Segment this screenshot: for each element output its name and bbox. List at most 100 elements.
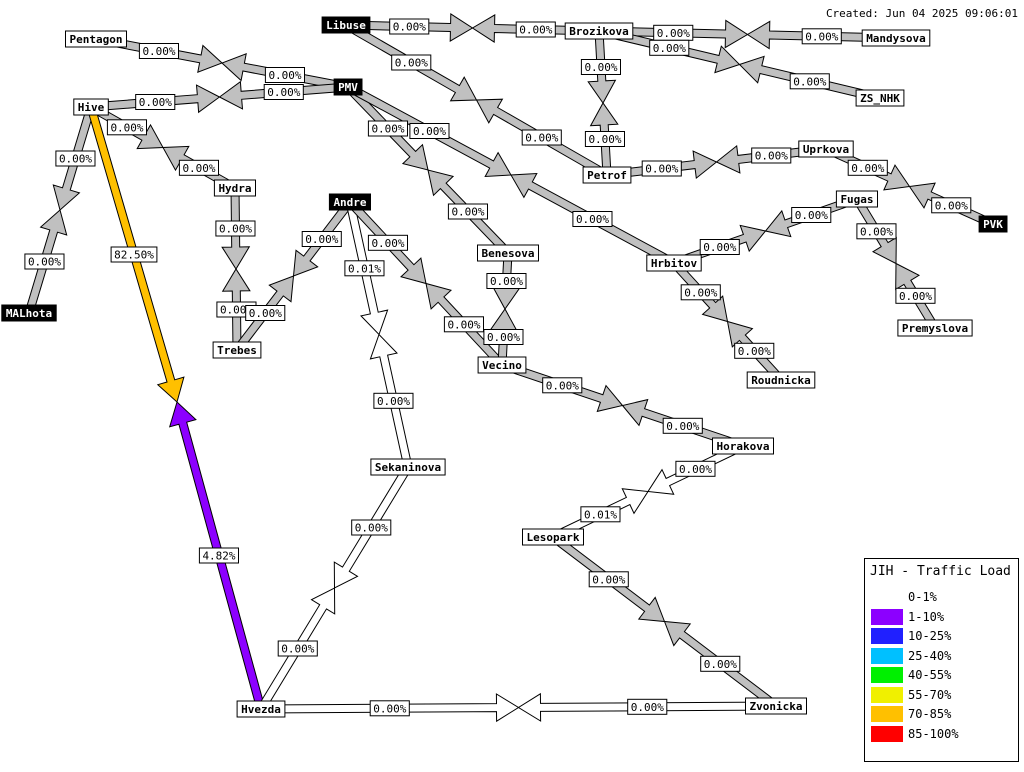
- link-label-text: 0.00%: [249, 307, 282, 320]
- node-box[interactable]: [73, 98, 109, 116]
- link-fugas-premyslova[interactable]: [852, 196, 940, 331]
- link-benesova-vecino[interactable]: [489, 252, 521, 366]
- node-box[interactable]: [746, 371, 816, 389]
- node-box[interactable]: [65, 30, 127, 48]
- node-vecino[interactable]: Vecino: [477, 356, 527, 374]
- node-zsnhk[interactable]: ZS_NHK: [855, 89, 905, 107]
- node-box[interactable]: [236, 700, 286, 718]
- link-out-label: 0.01%: [344, 260, 385, 277]
- link-hrbitov-roudnicka[interactable]: [670, 259, 785, 384]
- link-label-box: [367, 234, 408, 251]
- node-box[interactable]: [855, 89, 905, 107]
- node-box[interactable]: [328, 193, 371, 211]
- legend-item: 70-85%: [871, 706, 1016, 725]
- link-label-text: 0.00%: [139, 96, 172, 109]
- node-pvk[interactable]: PVK: [978, 215, 1008, 233]
- node-sekaninova[interactable]: Sekaninova: [370, 458, 446, 476]
- node-box[interactable]: [333, 78, 363, 96]
- link-brozikova-petrof[interactable]: [587, 30, 619, 176]
- node-premyslova[interactable]: Premyslova: [897, 319, 973, 337]
- link-in-label: 0.00%: [373, 392, 414, 409]
- link-label-text: 0.00%: [355, 522, 388, 535]
- link-hvezda-zvonicka[interactable]: [260, 692, 777, 723]
- node-box[interactable]: [1, 304, 57, 322]
- link-lesopark-zvonicka[interactable]: [549, 533, 780, 710]
- node-pmv[interactable]: PMV: [333, 78, 363, 96]
- node-horakova[interactable]: Horakova: [712, 437, 774, 455]
- node-label: Hrbitov: [651, 257, 698, 270]
- node-box[interactable]: [213, 179, 256, 197]
- node-hydra[interactable]: Hydra: [213, 179, 256, 197]
- link-label-text: 0.00%: [860, 225, 893, 238]
- link-uprkova-pvk[interactable]: [823, 144, 996, 229]
- link-vecino-horakova[interactable]: [500, 360, 745, 451]
- link-label-box: [106, 119, 147, 136]
- node-lesopark[interactable]: Lesopark: [522, 528, 584, 546]
- node-box[interactable]: [564, 22, 634, 40]
- link-label-box: [277, 640, 318, 657]
- node-fugas[interactable]: Fugas: [835, 190, 879, 208]
- node-box[interactable]: [477, 356, 527, 374]
- node-box[interactable]: [798, 140, 854, 158]
- link-label-text: 0.00%: [413, 125, 446, 138]
- node-box[interactable]: [477, 244, 539, 262]
- node-label: Zvonicka: [750, 700, 803, 713]
- node-hive[interactable]: Hive: [73, 98, 109, 116]
- link-in-label: 0.00%: [443, 316, 484, 333]
- node-brozikova[interactable]: Brozikova: [564, 22, 634, 40]
- link-out-label: 0.00%: [699, 239, 740, 255]
- link-label-box: [789, 73, 830, 90]
- node-trebes[interactable]: Trebes: [212, 341, 262, 359]
- link-label-box: [675, 460, 716, 477]
- legend-label: 40-55%: [908, 668, 952, 682]
- node-box[interactable]: [745, 697, 807, 715]
- link-petrof-uprkova[interactable]: [605, 144, 828, 180]
- node-box[interactable]: [897, 319, 973, 337]
- link-in-label: 0.00%: [895, 287, 936, 304]
- legend-label: 25-40%: [908, 648, 952, 663]
- node-benesova[interactable]: Benesova: [477, 244, 539, 262]
- link-sekaninova-hvezda[interactable]: [256, 464, 413, 712]
- node-box[interactable]: [522, 528, 584, 546]
- node-libuse[interactable]: Libuse: [321, 16, 371, 34]
- link-horakova-lesopark[interactable]: [550, 441, 746, 542]
- node-box[interactable]: [321, 16, 371, 34]
- node-box[interactable]: [978, 215, 1008, 233]
- node-box[interactable]: [582, 166, 632, 184]
- node-andre[interactable]: Andre: [328, 193, 371, 211]
- link-label-text: 0.00%: [684, 286, 717, 299]
- link-out-label: 82.50%: [110, 246, 158, 263]
- link-out-label: 0.00%: [588, 571, 629, 588]
- node-hrbitov[interactable]: Hrbitov: [646, 254, 702, 272]
- link-label-box: [344, 260, 385, 277]
- link-libuse-brozikova[interactable]: [345, 12, 600, 44]
- node-petrof[interactable]: Petrof: [582, 166, 632, 184]
- link-in-label: 0.00%: [627, 698, 668, 715]
- link-label-box: [447, 203, 488, 220]
- node-box[interactable]: [861, 29, 931, 47]
- link-in-label: 0.00%: [178, 159, 219, 176]
- node-box[interactable]: [646, 254, 702, 272]
- link-hive-pmv[interactable]: [90, 80, 349, 114]
- node-mandysova[interactable]: Mandysova: [861, 29, 931, 47]
- link-label-text: 0.00%: [755, 150, 788, 163]
- link-out-label: 0.00%: [856, 223, 897, 240]
- link-labels-layer: 0.00% 0.00% 0.00% 0.00% 0.00% 0.00% 0.00% 0.00%…: [24, 18, 972, 717]
- link-malhota-hive[interactable]: [24, 105, 96, 315]
- legend-label: 85-100%: [908, 726, 959, 741]
- node-hvezda[interactable]: Hvezda: [236, 700, 286, 718]
- legend-swatch: [871, 706, 903, 722]
- link-hydra-trebes[interactable]: [221, 187, 251, 351]
- link-pentagon-pmv[interactable]: [94, 34, 350, 92]
- link-out-label: 0.00%: [409, 123, 450, 139]
- node-box[interactable]: [370, 458, 446, 476]
- node-zvonicka[interactable]: Zvonicka: [745, 697, 807, 715]
- node-box[interactable]: [835, 190, 879, 208]
- node-malhota[interactable]: MALhota: [1, 304, 57, 322]
- node-pentagon[interactable]: Pentagon: [65, 30, 127, 48]
- node-uprkova[interactable]: Uprkova: [798, 140, 854, 158]
- node-box[interactable]: [712, 437, 774, 455]
- node-box[interactable]: [212, 341, 262, 359]
- node-roudnicka[interactable]: Roudnicka: [746, 371, 816, 389]
